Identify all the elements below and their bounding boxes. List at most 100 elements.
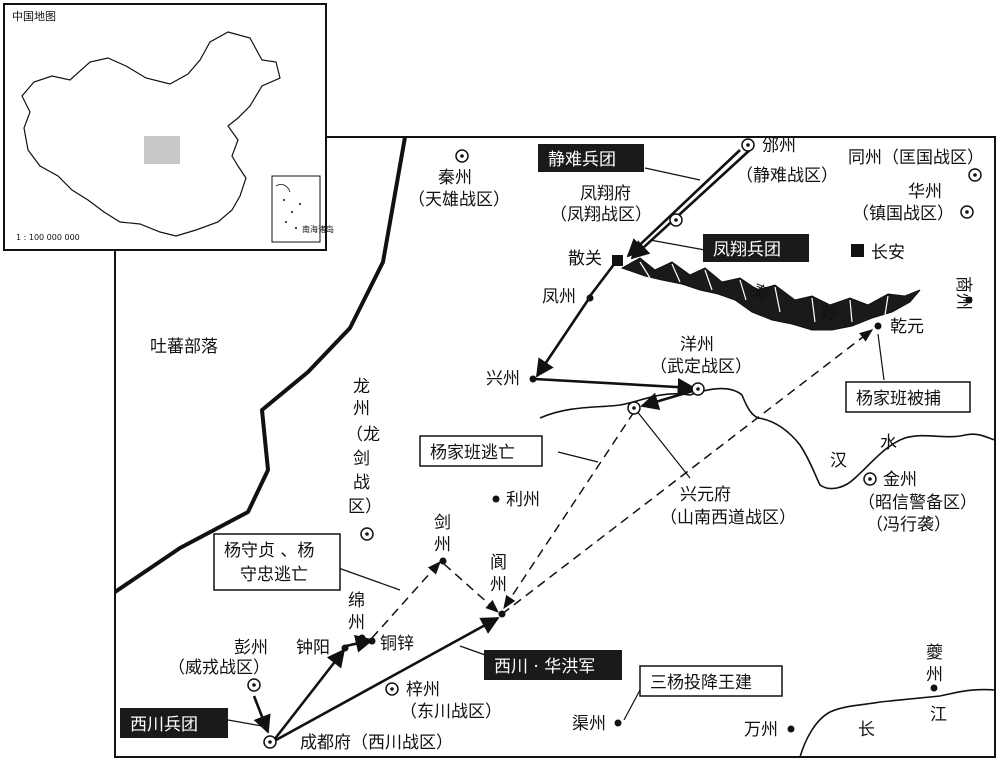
label-changjiang-2: 江 (930, 705, 947, 725)
route-pengzhou-chengdu (252, 695, 271, 734)
callout-shouzhen-1: 杨守贞 、杨 (224, 541, 314, 561)
china-outline (21, 31, 281, 237)
label-fengxiang-sub: （凤翔战区） (550, 205, 652, 225)
marker-fengxiang (669, 213, 683, 227)
place-labels: 秦州 （天雄战区） 邠州 （静难战区） 同州（匡国战区） 华州 （镇国战区） 凤… (168, 136, 984, 753)
inset-scale: 1 : 100 000 000 (16, 233, 80, 242)
marker-tongchan (368, 637, 376, 645)
region-tubo: 吐蕃部落 (150, 337, 218, 357)
marker-mianzhou (358, 634, 366, 642)
label-mianzhou-2: 州 (348, 613, 365, 633)
army-xichuan: 西川兵团 (130, 715, 198, 735)
qinling-mountains (620, 257, 921, 331)
label-hanshui-2: 水 (880, 433, 897, 453)
marker-qinzhou (455, 149, 469, 163)
label-hanshui-1: 汉 (830, 451, 847, 471)
army-fengxiang: 凤翔兵团 (713, 240, 781, 260)
route-binzhou-sanguan-2 (630, 147, 753, 260)
label-tongzhou: 同州（匡国战区） (848, 148, 984, 168)
marker-xingzhou (529, 375, 537, 383)
label-pengzhou: 彭州 (234, 638, 268, 658)
route-fengzhou-xingzhou (535, 299, 590, 378)
marker-wanzhou (787, 725, 795, 733)
solid-routes (252, 147, 753, 742)
callout-captured: 杨家班被捕 (856, 389, 941, 409)
marker-tongzhou (968, 168, 982, 182)
label-jianzhou-2: 州 (434, 535, 451, 555)
label-jinzhou-sub: （昭信警备区） (858, 493, 977, 513)
route-xingyuan-langzhou (503, 411, 635, 610)
army-boxes: 静难兵团 凤翔兵团 西川兵团 西川 · 华洪军 (120, 144, 809, 738)
label-sanguan: 散关 (568, 249, 602, 269)
marker-binzhou (741, 138, 755, 152)
label-qinling-2: 岭 (819, 303, 839, 326)
label-longzhou-1: 龙 (353, 377, 370, 397)
label-yangzhou: 洋州 (680, 335, 714, 355)
marker-quzhou (614, 719, 622, 727)
callout-shouzhen-2: 守忠逃亡 (240, 565, 308, 585)
army-huahongjun: 西川 · 华洪军 (494, 657, 595, 677)
label-pengzhou-sub: （威戎战区） (168, 658, 270, 678)
label-wanzhou: 万州 (744, 720, 778, 740)
marker-zhongyang (341, 644, 349, 652)
label-xingzhou: 兴州 (486, 369, 520, 389)
label-longzhou-6: 区） (348, 497, 382, 517)
route-yangzhou-xingyuan (640, 388, 697, 411)
label-qinzhou: 秦州 (438, 168, 472, 188)
route-langzhou-qianyuan (501, 329, 874, 615)
marker-kuizhou (930, 684, 938, 692)
place-markers (247, 138, 982, 749)
label-xingyuan: 兴元府 (680, 485, 731, 505)
label-binzhou-sub: （静难战区） (736, 166, 838, 186)
label-longzhou-5: 战 (353, 473, 370, 493)
marker-qianyuan (874, 322, 882, 330)
dashed-routes (371, 329, 874, 639)
route-mianzhou-jianzhou (371, 560, 441, 639)
marker-jinzhou (863, 472, 877, 486)
label-jianzhou-1: 剑 (434, 513, 451, 533)
callout-surrender: 三杨投降王建 (650, 673, 752, 693)
label-binzhou: 邠州 (762, 136, 796, 156)
route-jianzhou-langzhou (443, 563, 500, 613)
marker-zizhou (385, 682, 399, 696)
army-jingnan: 静难兵团 (548, 150, 616, 170)
yangtze-river (799, 688, 996, 758)
marker-fengzhou (586, 294, 594, 302)
label-tongchan: 铜锌 (380, 634, 414, 654)
label-zhongyang: 钟阳 (296, 638, 330, 658)
route-zhongyang-mianzhou (345, 634, 374, 653)
label-fengxiang: 凤翔府 (580, 184, 631, 204)
south-sea-label: 南海诸岛 (302, 224, 334, 234)
marker-longzhou (360, 527, 374, 541)
label-longzhou-3: （龙 (346, 425, 380, 445)
label-huazhou-sub: （镇国战区） (852, 204, 954, 224)
south-sea-inset (271, 175, 321, 243)
label-zizhou-sub: （东川战区） (400, 702, 502, 722)
label-changan: 长安 (871, 243, 905, 263)
label-langzhou-2: 州 (490, 575, 507, 595)
inset-title: 中国地图 (12, 10, 56, 23)
label-yangzhou-sub: （武定战区） (650, 357, 752, 377)
label-kuizhou-2: 州 (926, 665, 943, 685)
label-kuizhou-1: 夔 (926, 643, 943, 663)
route-chengdu-langzhou (275, 616, 500, 742)
label-quzhou: 渠州 (572, 714, 606, 734)
route-chengdu-zhongyang (272, 648, 346, 741)
label-changjiang-1: 长 (858, 720, 875, 740)
callout-boxes: 杨家班被捕 杨家班逃亡 杨守贞 、杨 守忠逃亡 三杨投降王建 (213, 381, 971, 697)
route-sanguan-fengzhou (588, 262, 617, 297)
study-area-highlight (144, 136, 180, 164)
marker-sanguan (612, 255, 623, 266)
label-jinzhou-sub2: （冯行袭） (866, 515, 951, 535)
label-lizhou: 利州 (506, 490, 540, 510)
marker-yangzhou (691, 382, 705, 396)
tubo-border (113, 136, 407, 594)
marker-huazhou (960, 205, 974, 219)
marker-xingyuan (627, 401, 641, 415)
marker-jianzhou (439, 557, 447, 565)
china-inset-map: 南海诸岛 中国地图 1 : 100 000 000 (3, 3, 334, 251)
label-longzhou-4: 剑 (353, 449, 370, 469)
marker-pengzhou (247, 678, 261, 692)
marker-changan (851, 244, 864, 257)
